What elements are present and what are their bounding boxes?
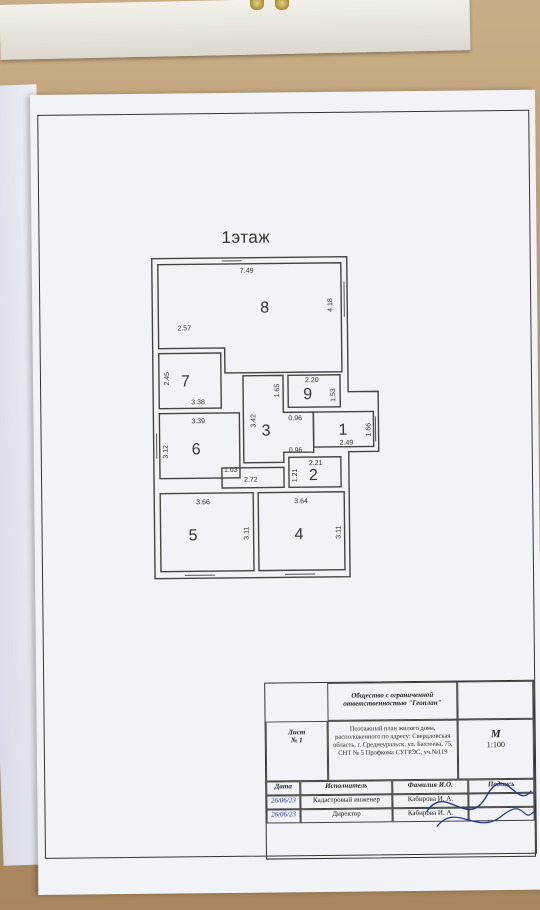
room-4-outline [257,491,346,572]
col-executor: Исполнитель [300,780,393,796]
dimension-label: 7.49 [240,268,254,275]
room-number: 4 [295,526,304,543]
dimension-label: 4.18 [327,298,334,312]
sheet-number: № 1 [290,736,303,745]
dimension-label: 3.12 [163,445,170,459]
row2-date: 26/06/23 [266,809,301,824]
dimension-label: 1.53 [330,388,337,402]
row1-date: 26/06/23 [266,795,301,810]
row2-role: Директор [300,808,393,824]
room-1-outline [312,410,375,448]
floor-title: 1этаж [221,227,271,248]
dimension-label: 3.38 [191,399,205,406]
scale-label: М [490,728,501,741]
row1-role: Кадастровый инженер [300,794,393,810]
dimension-label: 1.66 [365,423,372,437]
room-number: 5 [189,527,198,544]
room-8-outline [157,262,343,374]
dimension-label: 2.21 [309,460,323,467]
floor-plan: 8 7 9 3 1 6 2 5 4 7.49 2.57 4.18 2.45 3.… [151,255,380,580]
room-7-outline [158,352,222,410]
room-number: 7 [181,373,190,390]
outer-wall [151,255,380,580]
dimension-label: 0.96 [289,447,303,454]
paper-stack [0,0,471,60]
signature-icon [425,782,535,828]
corridor-outline [221,466,285,489]
room-number: 1 [338,422,347,439]
empty-cell [457,680,534,720]
dimension-label: 3.39 [191,418,205,425]
room-number: 6 [192,441,201,458]
dimension-label: 3.66 [196,499,210,506]
dimension-label: 0.96 [288,415,302,422]
col-date: Дата [266,781,301,796]
dimension-label: 1.03 [224,467,238,474]
dimension-label: 2.57 [177,325,191,332]
sheet-cell: Лист № 1 [265,720,329,782]
room-2-outline [288,456,342,489]
dimension-label: 3.64 [294,498,308,505]
room-6-outline [158,412,241,480]
room-number: 3 [261,423,270,440]
title-block: Общество с ограниченной ответственностью… [264,679,537,860]
room-number: 2 [309,467,318,484]
document-page: 1этаж 8 7 9 3 1 6 2 [30,89,540,895]
org-name: Общество с ограниченной ответственностью… [327,681,458,721]
scale-value: 1:100 [486,740,505,750]
room-number: 9 [303,386,312,403]
binder-clip-icon [250,0,264,10]
room-5-outline [159,491,255,573]
room-9-outline [287,374,341,409]
dimension-label: 3.11 [244,527,251,540]
room-number: 8 [260,300,269,317]
dimension-label: 3.42 [250,414,257,428]
binder-clip-icon [275,0,289,10]
dimension-label: 3.11 [336,526,343,539]
dimension-label: 2.49 [340,440,354,447]
dimension-label: 1.65 [274,384,281,398]
dimension-label: 2.45 [164,372,171,386]
dimension-label: 1.21 [292,468,299,482]
dimension-label: 2.72 [244,477,258,484]
room-3-outline [242,374,315,464]
dimension-label: 2.20 [305,377,319,384]
